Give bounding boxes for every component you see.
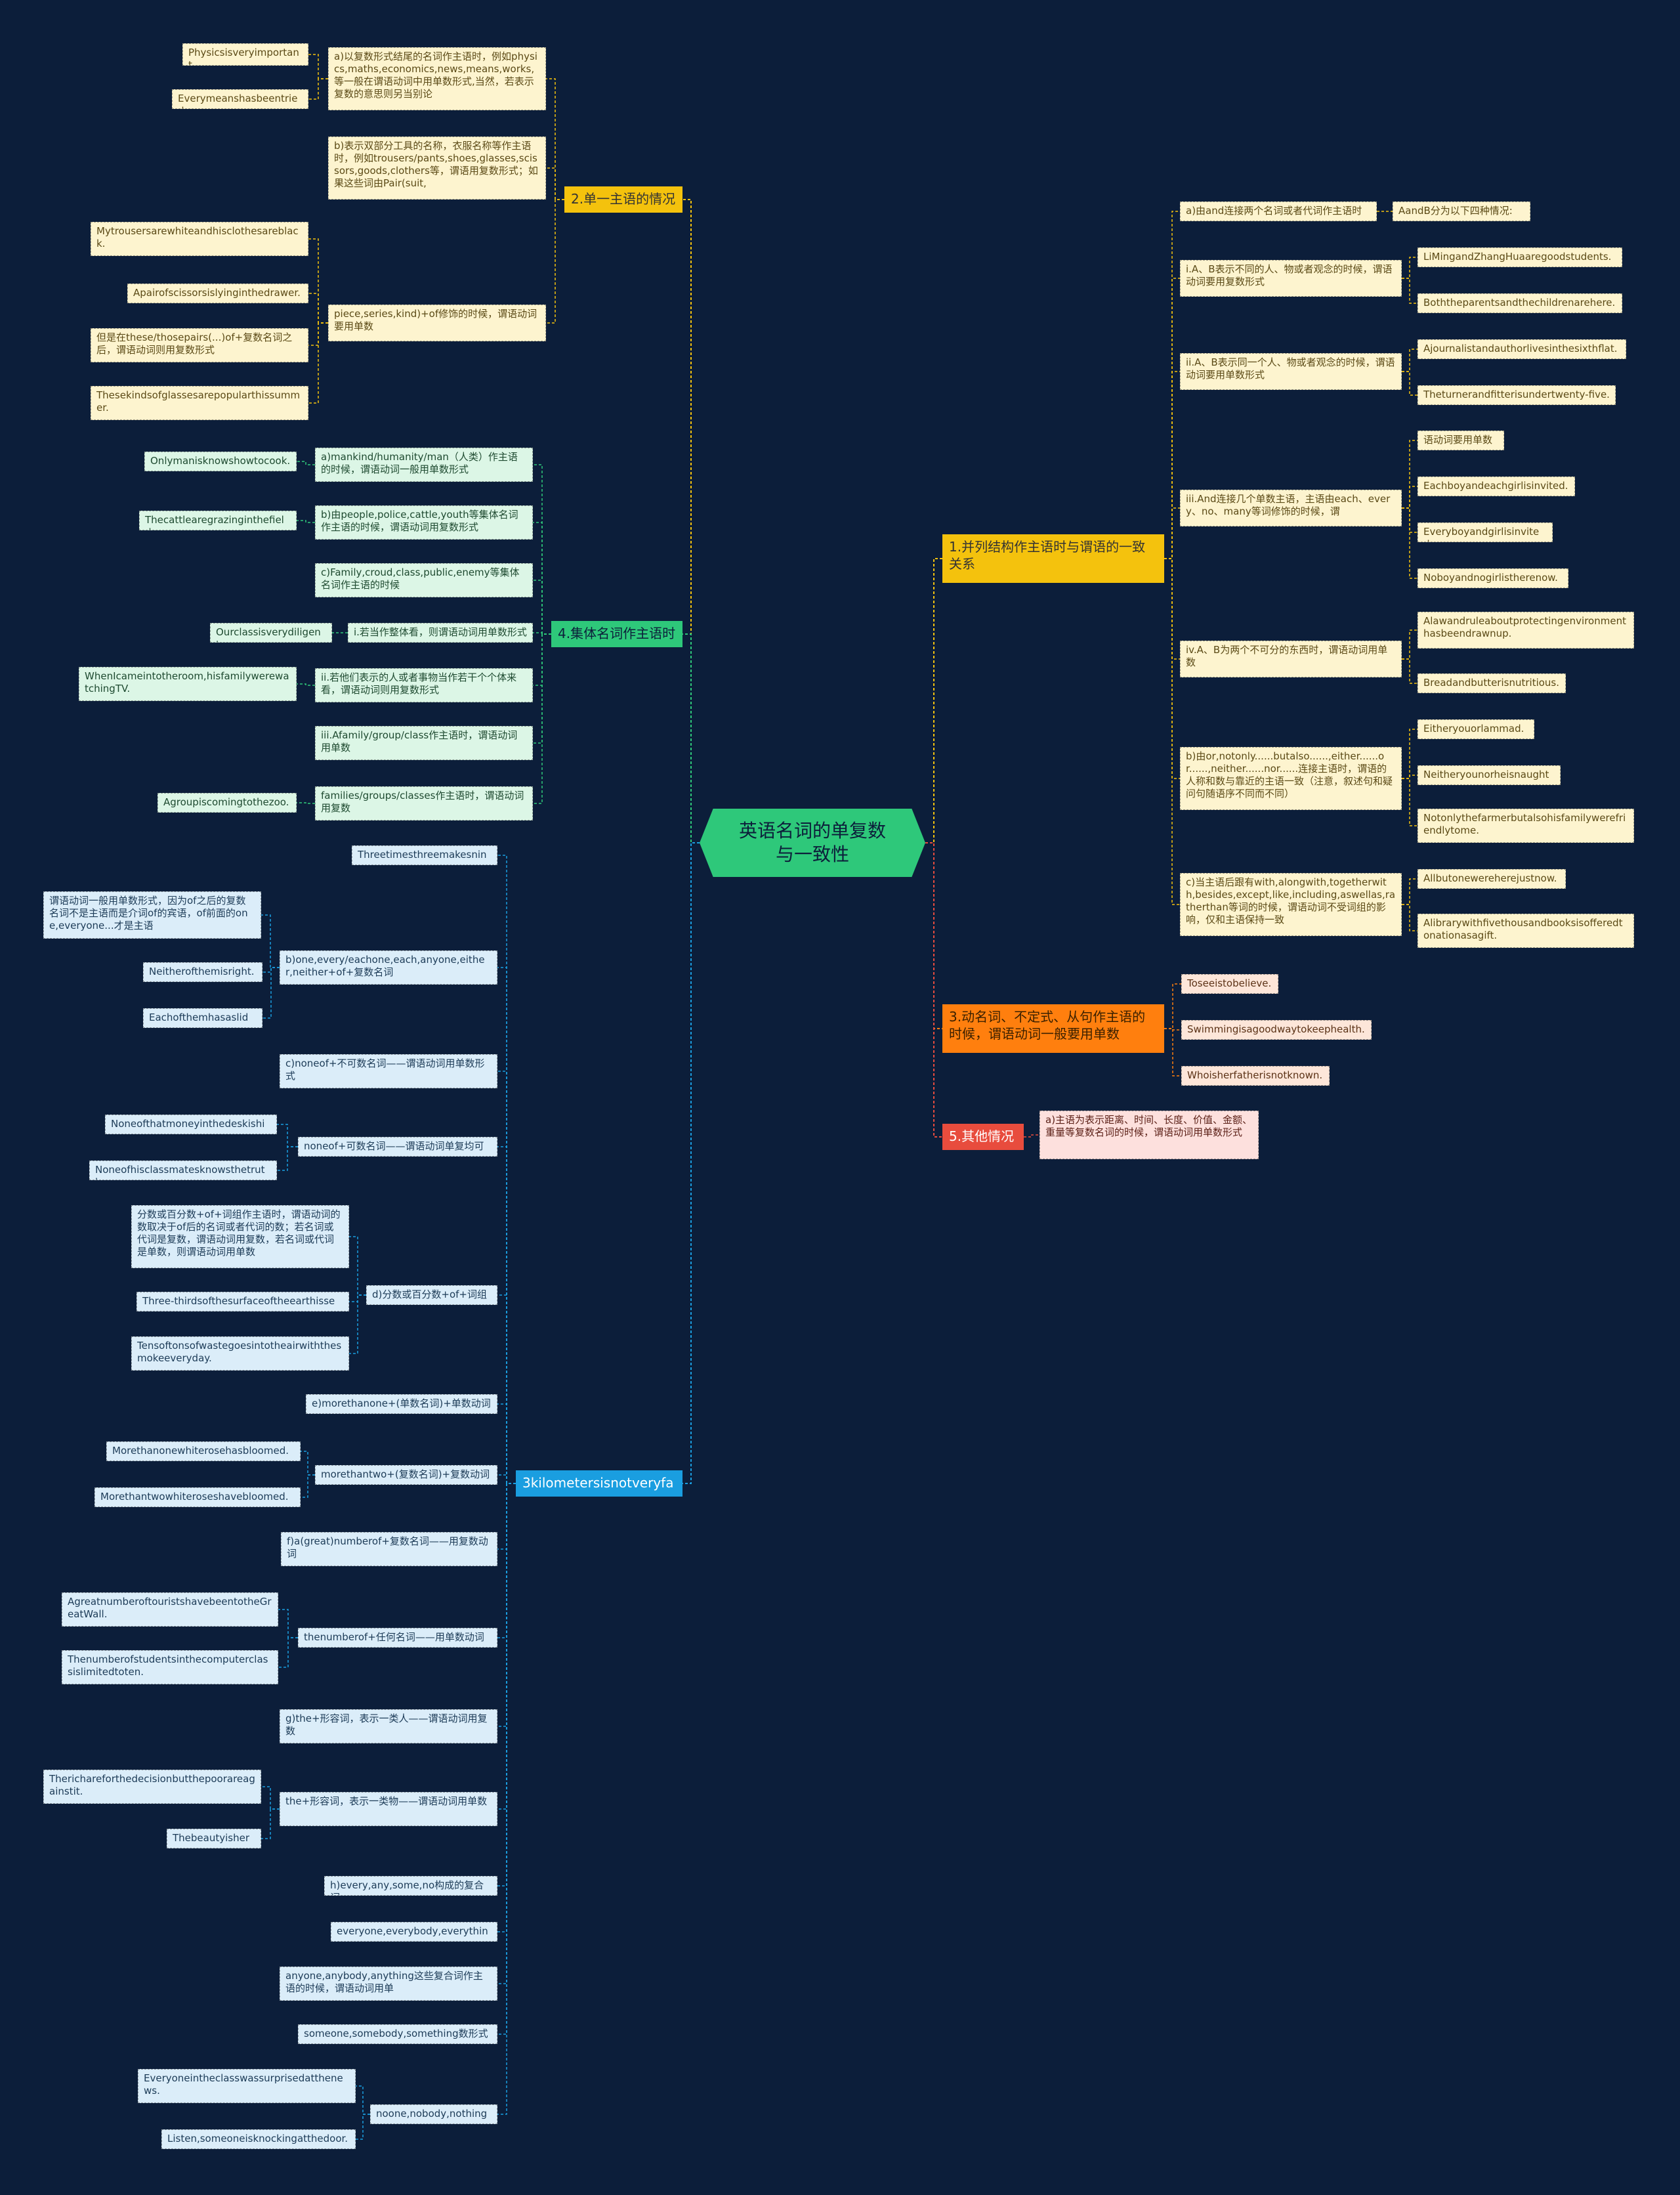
branch-b6[interactable]: 3kilometersisnotveryfar. (516, 1470, 682, 1497)
topic-node-c5a[interactable]: 分数或百分数+of+词组作主语时，谓语动词的数取决于of后的名词或者代词的数；若… (131, 1205, 349, 1268)
topic-node-b1iii[interactable]: iii.And连接几个单数主语，主语由each、every、no、many等词修… (1180, 490, 1402, 526)
topic-node-b1ii2[interactable]: Theturnerandfitterisundertwenty-five. (1418, 385, 1616, 405)
topic-node-b1iv[interactable]: iv.A、B为两个不可分的东西时，谓语动词用单数 (1180, 641, 1402, 677)
topic-node-b4c[interactable]: c)Family,croud,class,public,enemy等集体名词作主… (315, 563, 533, 597)
topic-node-b2a[interactable]: a)以复数形式结尾的名词作主语时，例如physics,maths,economi… (328, 47, 546, 110)
topic-node-c13[interactable]: everyone,everybody,everything (331, 1922, 497, 1942)
topic-node-b2a2[interactable]: Everymeanshasbeentried. (172, 89, 308, 109)
topic-node-b4d[interactable]: i.若当作整体看，则谓语动词用单数形式 (348, 623, 533, 643)
topic-node-c4[interactable]: noneof+可数名词——谓语动词单复均可 (298, 1137, 497, 1157)
topic-node-b1iii2[interactable]: Eachboyandeachgirlisinvited. (1418, 477, 1575, 496)
topic-node-c2a[interactable]: 谓语动词一般用单数形式，因为of之后的复数名词不是主语而是介词of的宾语，of前… (43, 891, 261, 939)
topic-node-b3b[interactable]: Swimmingisagoodwaytokeephealth. (1181, 1020, 1372, 1040)
topic-node-b1iv1[interactable]: Alawandruleaboutprotectingenvironmenthas… (1418, 612, 1634, 649)
topic-node-b4b1[interactable]: Thecattlearegrazinginthefield. (139, 511, 297, 530)
branch-b2[interactable]: 2.单一主语的情况 (564, 186, 682, 213)
root-topic[interactable]: 英语名词的单复数与一致性 (700, 809, 925, 877)
topic-node-b1b[interactable]: b)由or,notonly......butalso......,either.… (1180, 747, 1402, 810)
topic-node-c4a[interactable]: Noneofthatmoneyinthedeskishis. (105, 1115, 277, 1134)
topic-node-c2b[interactable]: Neitherofthemisright. (143, 962, 262, 982)
topic-node-b1iii3[interactable]: Everyboyandgirlisinvited. (1418, 522, 1553, 542)
topic-node-b3c[interactable]: Whoisherfatherisnotknown. (1181, 1066, 1330, 1086)
topic-node-c7[interactable]: morethantwo+(复数名词)+复数动词 (315, 1465, 497, 1485)
topic-node-b2c[interactable]: piece,series,kind)+of修饰的时候，谓语动词要用单数 (328, 305, 546, 341)
topic-node-b1a1[interactable]: AandB分为以下四种情况: (1393, 202, 1530, 221)
topic-node-c14[interactable]: anyone,anybody,anything这些复合词作主语的时候，谓语动词用… (280, 1967, 497, 2001)
topic-node-b1i[interactable]: i.A、B表示不同的人、物或者观念的时候，谓语动词要用复数形式 (1180, 260, 1402, 297)
topic-node-c1[interactable]: Threetimesthreemakesnine. (352, 845, 497, 865)
topic-node-c7a[interactable]: Morethanonewhiterosehasbloomed. (106, 1441, 301, 1461)
topic-node-b2c1[interactable]: Mytrousersarewhiteandhisclothesareblack. (91, 222, 308, 256)
topic-node-b2c2[interactable]: Apairofscissorsislyinginthedrawer. (127, 284, 308, 303)
topic-node-c16[interactable]: noone,nobody,nothing (370, 2104, 497, 2124)
topic-node-b4g[interactable]: families/groups/classes作主语时，谓语动词用复数 (315, 786, 533, 820)
branch-b3[interactable]: 3.动名词、不定式、从句作主语的时候，谓语动词一般要用单数 (942, 1004, 1164, 1053)
topic-node-b4a1[interactable]: Onlymanisknowshowtocook. (144, 452, 297, 471)
topic-node-c8[interactable]: f)a(great)numberof+复数名词——用复数动词 (281, 1532, 497, 1566)
branch-b1[interactable]: 1.并列结构作主语时与谓语的一致关系 (942, 534, 1164, 583)
topic-node-b4e[interactable]: ii.若他们表示的人或者事物当作若干个个体来看，谓语动词则用复数形式 (315, 668, 533, 702)
topic-node-b1b2[interactable]: Neitheryounorheisnaughty. (1418, 765, 1561, 785)
topic-node-b1c1[interactable]: Allbutonewereherejustnow. (1418, 869, 1566, 889)
topic-node-b1b1[interactable]: Eitheryouorlammad. (1418, 719, 1534, 739)
topic-node-b1ii1[interactable]: Ajournalistandauthorlivesinthesixthflat. (1418, 339, 1626, 359)
topic-node-b1a[interactable]: a)由and连接两个名词或者代词作主语时 (1180, 202, 1377, 221)
branch-b4[interactable]: 4.集体名词作主语时 (551, 621, 682, 647)
topic-node-c9a[interactable]: AgreatnumberoftouristshavebeentotheGreat… (62, 1592, 278, 1627)
topic-node-c3[interactable]: c)noneof+不可数名词——谓语动词用单数形式 (280, 1054, 497, 1088)
topic-node-c2c[interactable]: Eachofthemhasaslide. (143, 1008, 262, 1028)
topic-node-b1ii[interactable]: ii.A、B表示同一个人、物或者观念的时候，谓语动词要用单数形式 (1180, 353, 1402, 390)
topic-node-b4d1[interactable]: Ourclassisverydiligent. (210, 623, 332, 643)
topic-node-c11a[interactable]: Therichareforthedecisionbutthepoorareaga… (43, 1770, 261, 1804)
topic-node-b1iii1[interactable]: 语动词要用单数 (1418, 431, 1504, 450)
topic-node-b4g1[interactable]: Agroupiscomingtothezoo. (158, 793, 297, 813)
topic-node-c16b[interactable]: Listen,someoneisknockingatthedoor. (161, 2129, 356, 2149)
topic-node-b4b[interactable]: b)由people,police,cattle,youth等集体名词作主语的时候… (315, 505, 533, 540)
topic-node-c5[interactable]: d)分数或百分数+of+词组 (366, 1285, 497, 1305)
topic-node-b1b3[interactable]: Notonlythefarmerbutalsohisfamilywerefrie… (1418, 809, 1634, 843)
topic-node-b1c[interactable]: c)当主语后跟有with,alongwith,togetherwith,besi… (1180, 873, 1402, 936)
topic-node-c4b[interactable]: Noneofhisclassmatesknowsthetruth. (89, 1161, 277, 1180)
topic-node-b2c3[interactable]: 但是在these/thosepairs(...)of+复数名词之后，谓语动词则用… (91, 328, 308, 362)
topic-node-c12[interactable]: h)every,any,some,no构成的复合词 (324, 1876, 497, 1896)
topic-node-b2b[interactable]: b)表示双部分工具的名称，衣服名称等作主语时，例如trousers/pants,… (328, 137, 546, 200)
topic-node-b1iii4[interactable]: Noboyandnogirlisthere​now. (1418, 568, 1568, 588)
topic-node-c10[interactable]: g)the+形容词，表示一类人——谓语动词用复数 (280, 1709, 497, 1743)
topic-node-b2c4[interactable]: Thesekindsofglassesarepopularthissummer. (91, 386, 308, 420)
topic-node-c9[interactable]: thenumberof+任何名词——用单数动词 (298, 1628, 497, 1648)
topic-node-c11b[interactable]: Thebeautyishere. (167, 1829, 261, 1848)
topic-node-c7b[interactable]: Morethantwowhiteroseshavebloomed. (94, 1487, 301, 1507)
topic-node-b2a1[interactable]: Physicsisveryimportant. (182, 43, 308, 66)
topic-node-b4a[interactable]: a)mankind/humanity/man（人类）作主语的时候，谓语动词一般用… (315, 448, 533, 482)
topic-node-c6[interactable]: e)morethanone+(单数名词)+单数动词 (306, 1394, 497, 1414)
topic-node-c5c[interactable]: Tensoftonsofwastegoesintotheairwiththesm… (131, 1336, 349, 1371)
topic-node-b5a[interactable]: a)主语为表示距离、时间、长度、价值、金额、重量等复数名词的时候，谓语动词用单数… (1040, 1111, 1259, 1159)
topic-node-b1c2[interactable]: Alibrarywithfivethousandbooksisofferedto… (1418, 914, 1634, 948)
topic-node-c2[interactable]: b)one,every/eachone,each,anyone,either,n… (280, 950, 497, 985)
topic-node-c16a[interactable]: Everyoneintheclasswassurprisedatthenews. (138, 2069, 356, 2103)
topic-node-c5b[interactable]: Three-thirdsofthesurfaceoftheearthissea. (136, 1292, 349, 1311)
topic-node-c15[interactable]: someone,somebody,something数形式 (298, 2024, 497, 2044)
branch-b5[interactable]: 5.其他情况 (942, 1124, 1024, 1150)
topic-node-b1i2[interactable]: Boththeparentsandthechildrenarehere. (1418, 293, 1622, 313)
topic-node-b4e1[interactable]: WhenIcameintotheroom,hisfamilywerewatchi… (79, 667, 297, 701)
topic-node-c11[interactable]: the+形容词，表示一类物——谓语动词用单数 (280, 1792, 497, 1826)
topic-node-b1i1[interactable]: LiMingandZhangHuaaregoodstudents. (1418, 247, 1622, 267)
topic-node-b1iv2[interactable]: Breadandbutterisnutritious. (1418, 673, 1566, 693)
topic-node-b3a[interactable]: Toseeistobelieve. (1181, 974, 1278, 994)
topic-node-b4f[interactable]: iii.Afamily/group/class作主语时，谓语动词用单数 (315, 726, 533, 760)
topic-node-c9b[interactable]: Thenumberofstudentsinthecomputerclassisl… (62, 1650, 278, 1684)
